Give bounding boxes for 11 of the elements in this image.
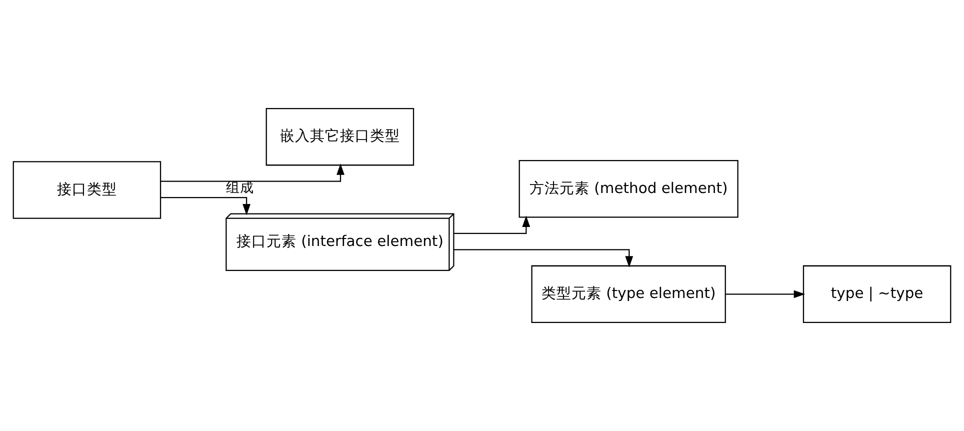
edge-label: 组成 xyxy=(226,180,254,196)
arrow xyxy=(454,249,634,268)
node-box: type | ~type xyxy=(802,265,952,324)
arrow xyxy=(726,290,806,298)
node-box: 嵌入其它接口类型 xyxy=(266,108,414,166)
arrow xyxy=(160,164,344,182)
arrow xyxy=(160,197,251,216)
node-box: 类型元素 (type element) xyxy=(531,265,726,324)
arrow xyxy=(454,216,530,234)
node-box: 方法元素 (method element) xyxy=(518,160,738,218)
node-box: 接口类型 xyxy=(12,161,162,219)
